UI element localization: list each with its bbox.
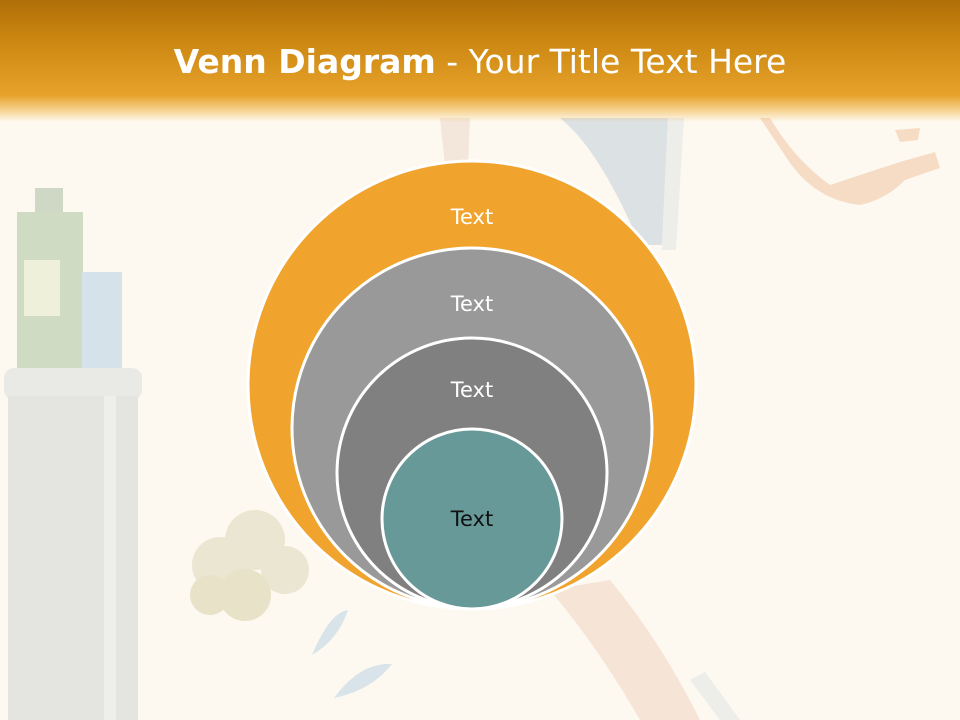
- title-rest: - Your Title Text Here: [435, 42, 787, 81]
- water-drop-image: [334, 663, 392, 698]
- inner-circle[interactable]: [380, 427, 564, 611]
- water-drop-image: [312, 610, 348, 655]
- inner-circle-group[interactable]: Text: [380, 427, 564, 611]
- second-circle-label: Text: [450, 292, 493, 316]
- figure-illustration: [440, 118, 940, 720]
- inner-circle-label: Text: [450, 507, 493, 531]
- outer-circle-label: Text: [450, 205, 493, 229]
- title-bold: Venn Diagram: [173, 42, 436, 81]
- sponge-image: [190, 510, 309, 621]
- slide-title: Venn Diagram - Your Title Text Here: [0, 40, 960, 84]
- third-circle-label: Text: [450, 378, 493, 402]
- title-bar: Venn Diagram - Your Title Text Here: [0, 0, 960, 122]
- laundry-hamper-image: [4, 188, 142, 720]
